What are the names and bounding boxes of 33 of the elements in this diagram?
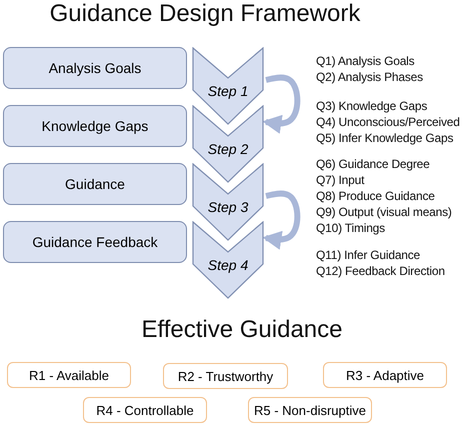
question-text: Q11) Infer Guidance xyxy=(316,248,420,262)
question-text: Q6) Guidance Degree xyxy=(316,157,430,171)
question-text: Q5) Infer Knowledge Gaps xyxy=(316,131,454,145)
requirement-box: R2 - Trustworthy xyxy=(163,363,288,389)
question-text: Q4) Unconscious/Perceived xyxy=(316,115,460,129)
question-text: Q10) Timings xyxy=(316,221,385,235)
question-text: Q1) Analysis Goals xyxy=(316,54,414,68)
question-text: Q12) Feedback Direction xyxy=(316,264,445,278)
requirement-box: R4 - Controllable xyxy=(83,397,207,423)
stage-box: Knowledge Gaps xyxy=(3,105,187,147)
chevron-step xyxy=(192,105,264,183)
section-heading: Effective Guidance xyxy=(140,316,344,344)
title: Guidance Design Framework xyxy=(48,0,362,28)
step-label: Step 4 xyxy=(208,257,248,273)
stage-box: Analysis Goals xyxy=(3,47,187,89)
question-text: Q8) Produce Guidance xyxy=(316,189,435,203)
step-label: Step 2 xyxy=(208,141,248,157)
chevron-step xyxy=(192,47,264,125)
requirement-box: R1 - Available xyxy=(7,362,131,388)
question-text: Q2) Analysis Phases xyxy=(316,70,423,84)
question-text: Q9) Output (visual means) xyxy=(316,205,452,219)
step-label: Step 1 xyxy=(208,83,248,99)
step-label: Step 3 xyxy=(208,199,248,215)
question-text: Q7) Input xyxy=(316,173,364,187)
curved-arrow xyxy=(262,190,300,250)
chevron-step xyxy=(192,163,264,241)
chevron-step xyxy=(192,221,264,299)
stage-box: Guidance Feedback xyxy=(3,221,187,263)
curved-arrow xyxy=(262,74,300,134)
question-text: Q3) Knowledge Gaps xyxy=(316,99,428,113)
stage-box: Guidance xyxy=(3,163,187,205)
requirement-box: R5 - Non-disruptive xyxy=(248,397,372,423)
requirement-box: R3 - Adaptive xyxy=(323,362,447,388)
